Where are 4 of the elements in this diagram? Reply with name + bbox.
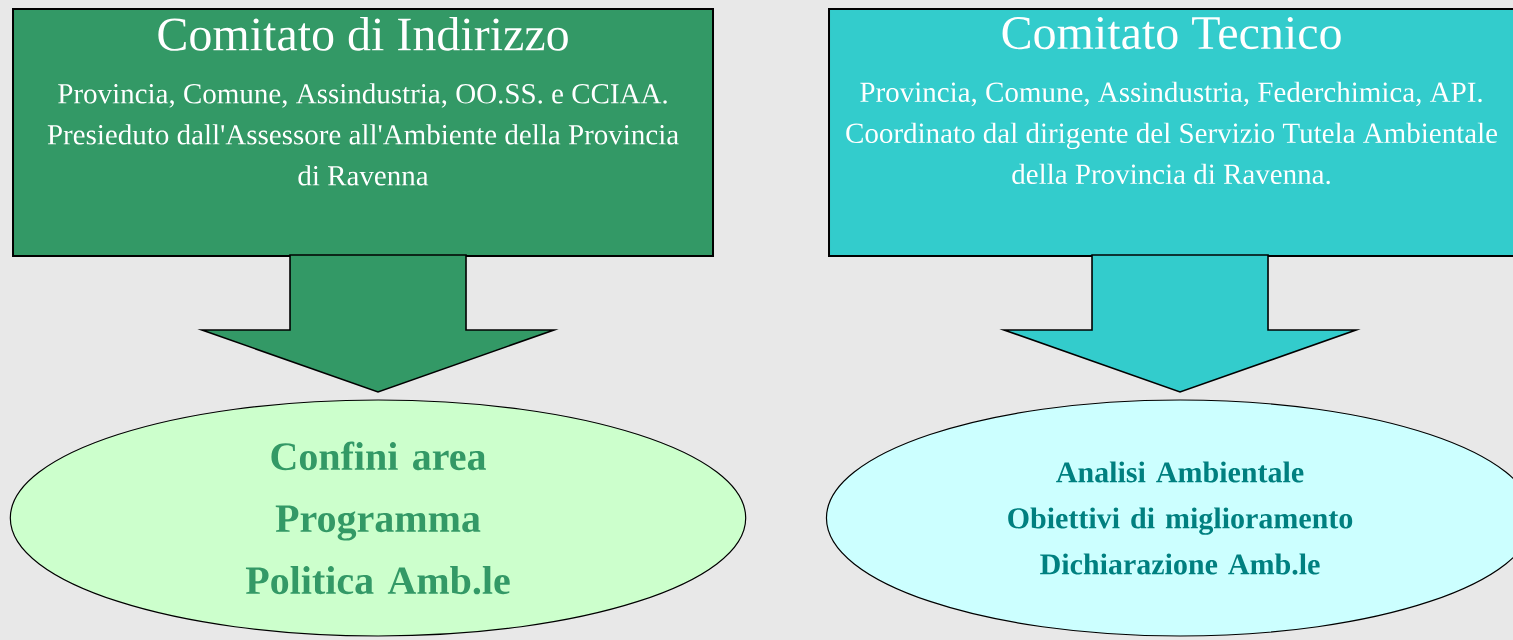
block-arrow <box>999 254 1361 393</box>
committee-box: Comitato Tecnico Provincia, Comune, Assindustria, Federchimica, API. Coordinato dal dirigente del Servizio Tutela Ambientale della Provincia di Ravenna. <box>828 8 1513 257</box>
block-arrow <box>197 254 559 393</box>
committee-box: Comitato di Indirizzo Provincia, Comune, Assindustria, OO.SS. e CCIAA. Presieduto dall'Assessore all'Ambiente della Provincia di Ravenna <box>12 8 714 257</box>
